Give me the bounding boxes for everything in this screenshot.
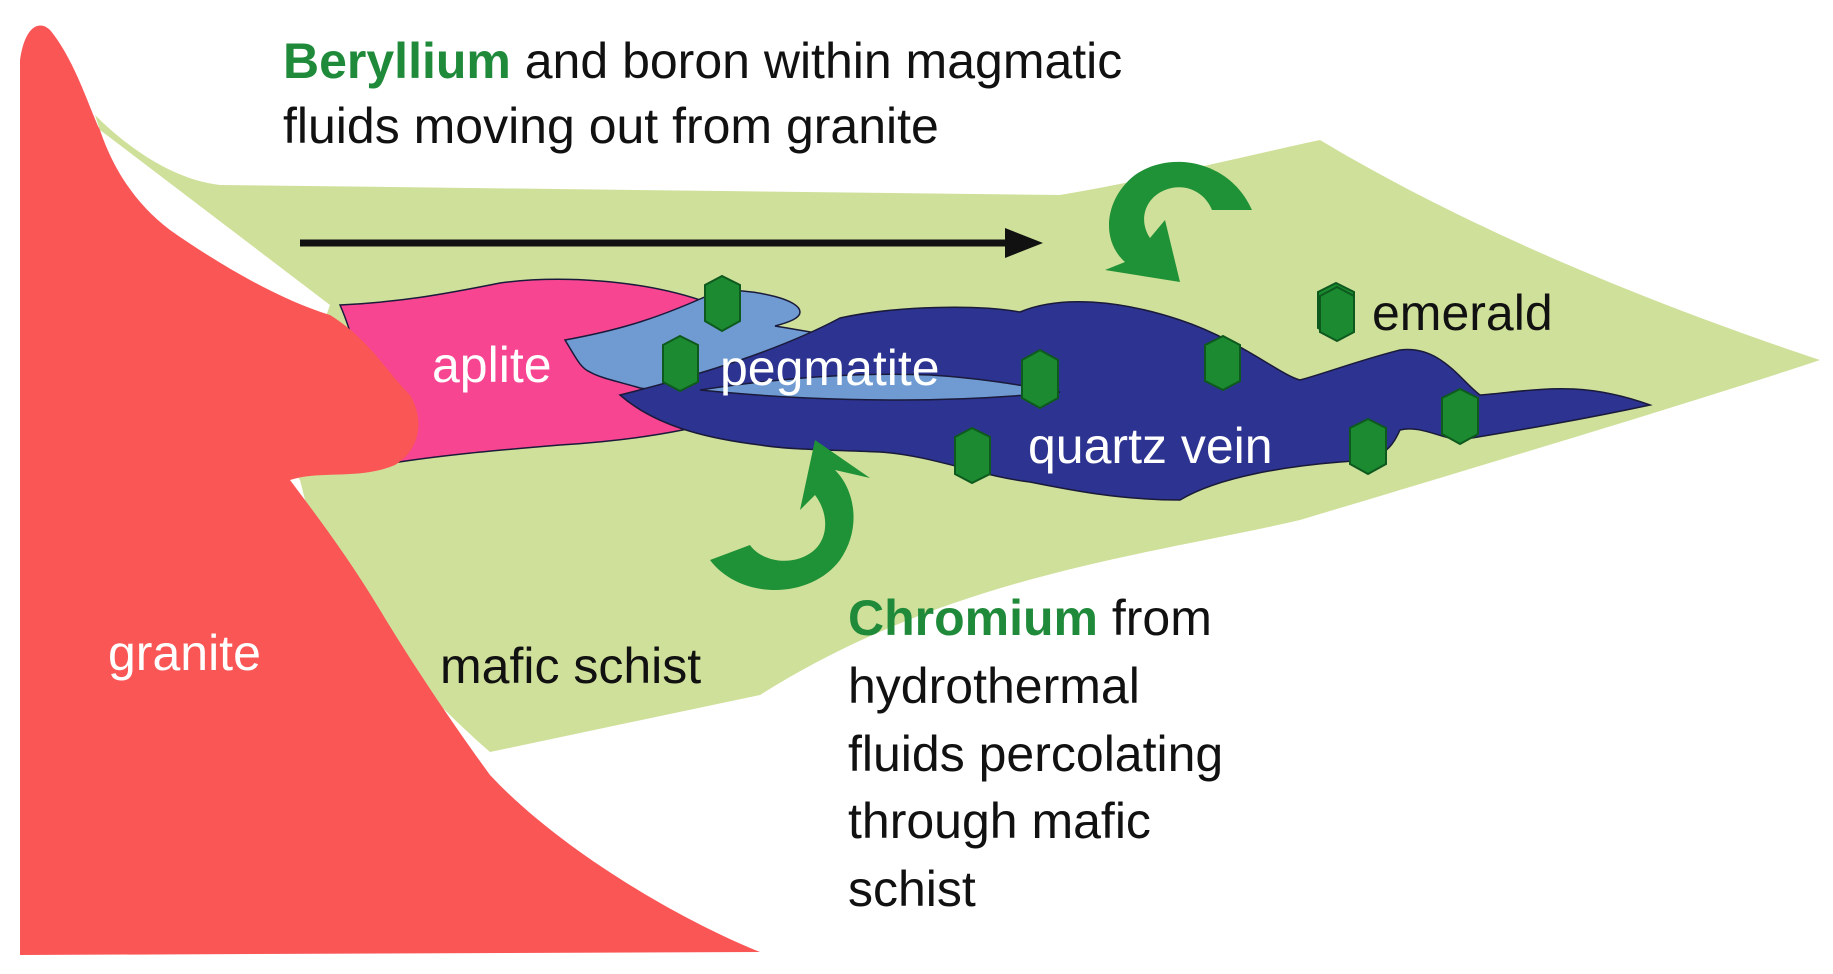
emerald-hexagon [704, 274, 741, 333]
mafic-schist-label: mafic schist [440, 638, 701, 694]
beryllium-annotation-line1: Beryllium and boron within magmatic [283, 33, 1122, 89]
quartz-vein-label: quartz vein [1028, 418, 1273, 474]
emerald-hexagon [1349, 417, 1387, 476]
pegmatite-label: pegmatite [720, 340, 940, 396]
emerald-hexagon [662, 334, 699, 393]
chromium-emphasis: Chromium [848, 590, 1098, 646]
emerald-crystals [662, 274, 1479, 485]
emerald-hexagon [1441, 387, 1479, 446]
beryllium-line1-rest: and boron within magmatic [511, 33, 1122, 89]
chromium-annotation-line3: fluids percolating [848, 726, 1223, 782]
granite-label: granite [108, 625, 261, 681]
chromium-line1-rest: from [1098, 590, 1212, 646]
beryllium-emphasis: Beryllium [283, 33, 511, 89]
emerald-legend-icon [1319, 285, 1355, 343]
granite-region [20, 25, 760, 956]
curved-green-arrow-bottom [710, 440, 870, 590]
fluid-flow-arrow-head [1005, 228, 1043, 258]
emerald-hexagon [1204, 334, 1241, 392]
emerald-hexagon [954, 426, 991, 485]
chromium-annotation-line2: hydrothermal [848, 658, 1140, 714]
chromium-annotation-line4: through mafic [848, 793, 1151, 849]
emerald-legend-label: emerald [1372, 285, 1553, 341]
aplite-label: aplite [432, 337, 552, 393]
emerald-hexagon [1021, 348, 1059, 410]
pegmatite-streak [699, 373, 1061, 401]
curved-green-arrow-top [1105, 161, 1252, 282]
chromium-annotation-line1: Chromium from [848, 590, 1212, 646]
beryllium-annotation-line2: fluids moving out from granite [283, 98, 939, 154]
chromium-annotation-line5: schist [848, 861, 976, 917]
